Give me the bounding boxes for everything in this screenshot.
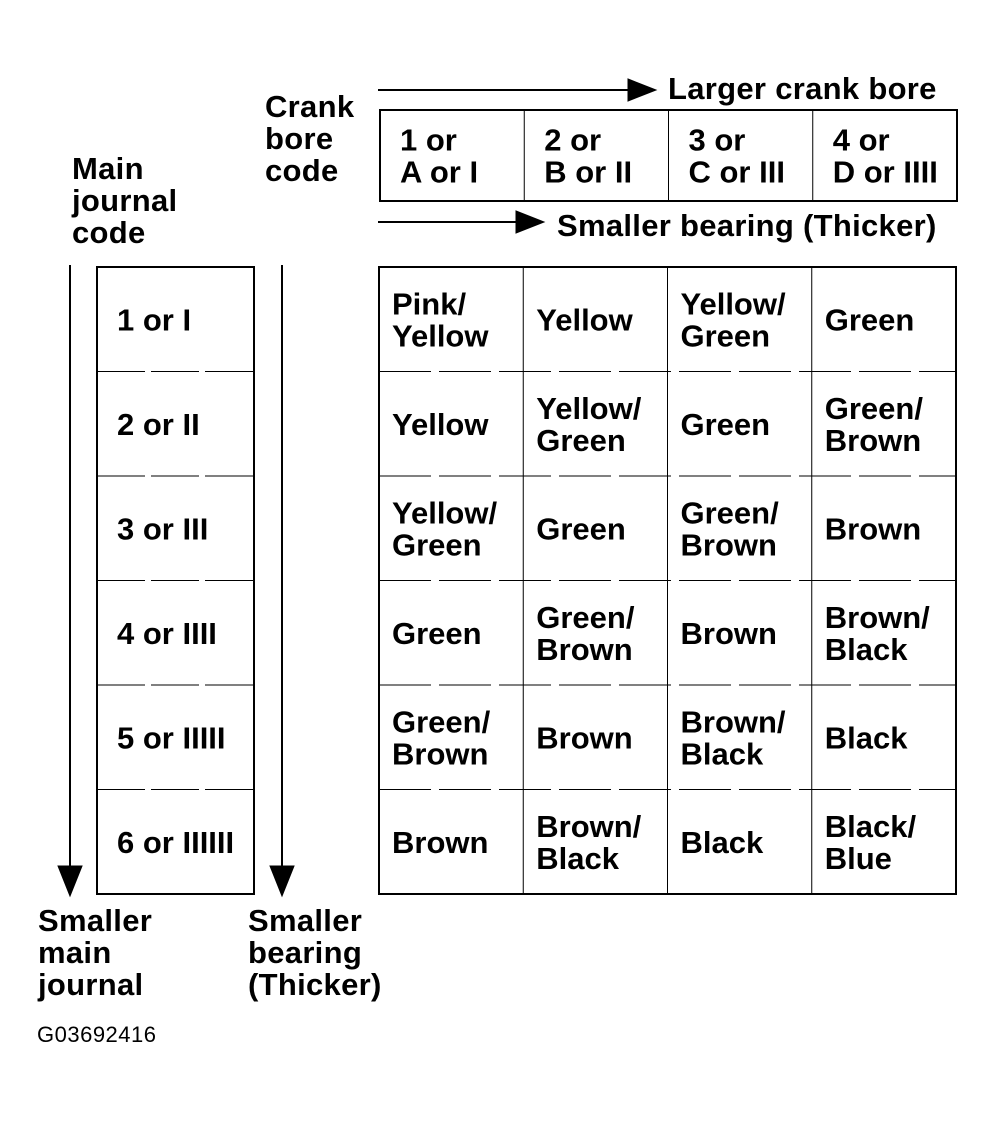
crank-bore-code-cell: 2 or	[544, 123, 601, 158]
smaller-main-journal-line: journal	[38, 967, 144, 1002]
bearing-arrow-head	[269, 865, 295, 898]
crank-bore-label-line: code	[265, 153, 339, 188]
main-journal-code-cell: 2 or II	[117, 407, 200, 442]
bearing-color-cell: Yellow	[536, 302, 633, 337]
crank-bore-code-table: 1 orA or I 2 orB or II 3 orC or III 4 orD o…	[379, 109, 958, 202]
bearing-color-cell: Yellow/	[681, 286, 786, 321]
crank-bore-code-cell: C or III	[689, 155, 785, 190]
main-journal-code-label: Main journal code	[72, 153, 177, 249]
bearing-color-cell: Brown	[681, 527, 777, 562]
bearing-color-cell: Black	[536, 841, 619, 876]
bearing-color-cell: Black	[681, 825, 764, 860]
bearing-color-cell: Brown	[392, 736, 488, 771]
bearing-color-cell: Brown/	[825, 600, 930, 635]
bearing-color-cell: Brown	[681, 616, 777, 651]
main-journal-label-line: code	[72, 215, 146, 250]
smaller-bearing-line: Smaller	[248, 903, 363, 938]
bearing-color-cell: Brown/	[536, 809, 641, 844]
larger-crank-bore-label: Larger crank bore	[668, 71, 937, 106]
main-journal-label-line: Main	[72, 151, 144, 186]
bearing-color-cell: Yellow/	[392, 495, 497, 530]
bearing-color-cell: Yellow/	[536, 391, 641, 426]
bearing-color-cell: Pink/	[392, 286, 466, 321]
crank-bore-code-cell: D or IIII	[833, 155, 938, 190]
bearing-color-cell: Green	[392, 616, 482, 651]
bearing-color-cell: Blue	[825, 841, 892, 876]
main-journal-code-cell: 6 or IIIIII	[117, 825, 234, 860]
main-journal-code-cell: 4 or IIII	[117, 616, 217, 651]
smaller-main-journal-line: main	[38, 935, 112, 970]
smaller-bearing-bottom-label: Smaller bearing (Thicker)	[248, 905, 382, 1001]
bearing-color-cell: Black	[825, 632, 908, 667]
bearing-color-cell: Green/	[392, 704, 491, 739]
bearing-color-cell: Green	[681, 407, 771, 442]
bearing-color-cell: Brown	[536, 632, 632, 667]
smaller-bearing-line: (Thicker)	[248, 967, 382, 1002]
crank-bore-code-label: Crank bore code	[265, 91, 354, 187]
bearing-color-cell: Green/	[536, 600, 635, 635]
main-journal-code-cell: 5 or IIIII	[117, 720, 226, 755]
bearing-color-cell: Green	[825, 302, 915, 337]
bearing-color-cell: Green	[536, 511, 626, 546]
main-journal-label-line: journal	[72, 183, 178, 218]
crank-bore-code-cell: B or II	[544, 155, 632, 190]
bearing-color-cell: Brown	[536, 720, 632, 755]
main-journal-code-cell: 1 or I	[117, 302, 191, 337]
bearing-color-cell: Black/	[825, 809, 917, 844]
crank-bore-code-cell: 3 or	[689, 123, 746, 158]
crank-bore-code-cell: 1 or	[400, 123, 457, 158]
arrows	[57, 78, 658, 898]
bearing-color-cell: Green/	[681, 495, 780, 530]
smaller-main-journal-label: Smaller main journal	[38, 905, 152, 1001]
bearing-color-cell: Yellow	[392, 407, 489, 442]
main-journal-code-cell: 3 or III	[117, 511, 208, 546]
bearing-color-cell: Green	[392, 527, 482, 562]
crank-bore-label-line: bore	[265, 121, 334, 156]
smaller-bearing-top-label: Smaller bearing (Thicker)	[557, 208, 937, 243]
bearing-color-cell: Yellow	[392, 318, 489, 353]
bearing-color-cell: Brown	[825, 511, 921, 546]
bearing-color-cell: Green	[681, 318, 771, 353]
smaller-bearing-line: bearing	[248, 935, 363, 970]
crank-bore-code-cell: 4 or	[833, 123, 890, 158]
main-journal-arrow-head	[57, 865, 83, 898]
main-journal-code-table: 1 or I 2 or II 3 or III 4 or IIII 5 or IIIII…	[96, 266, 255, 895]
bearing-color-cell: Green	[536, 423, 626, 458]
bearing-color-cell: Brown	[825, 423, 921, 458]
bearing-color-cell: Brown/	[681, 704, 786, 739]
bearing-color-cell: Brown	[392, 825, 488, 860]
crank-bore-label-line: Crank	[265, 89, 355, 124]
bearing-color-cell: Black	[825, 720, 908, 755]
smaller-main-journal-line: Smaller	[38, 903, 153, 938]
smaller-bearing-top-arrow-head	[515, 210, 546, 234]
bearing-color-cell: Black	[681, 736, 764, 771]
bearing-color-cell: Green/	[825, 391, 924, 426]
larger-crank-bore-arrow-head	[627, 78, 658, 102]
figure-code: G03692416	[37, 1022, 157, 1047]
crank-bore-code-cell: A or I	[400, 155, 478, 190]
